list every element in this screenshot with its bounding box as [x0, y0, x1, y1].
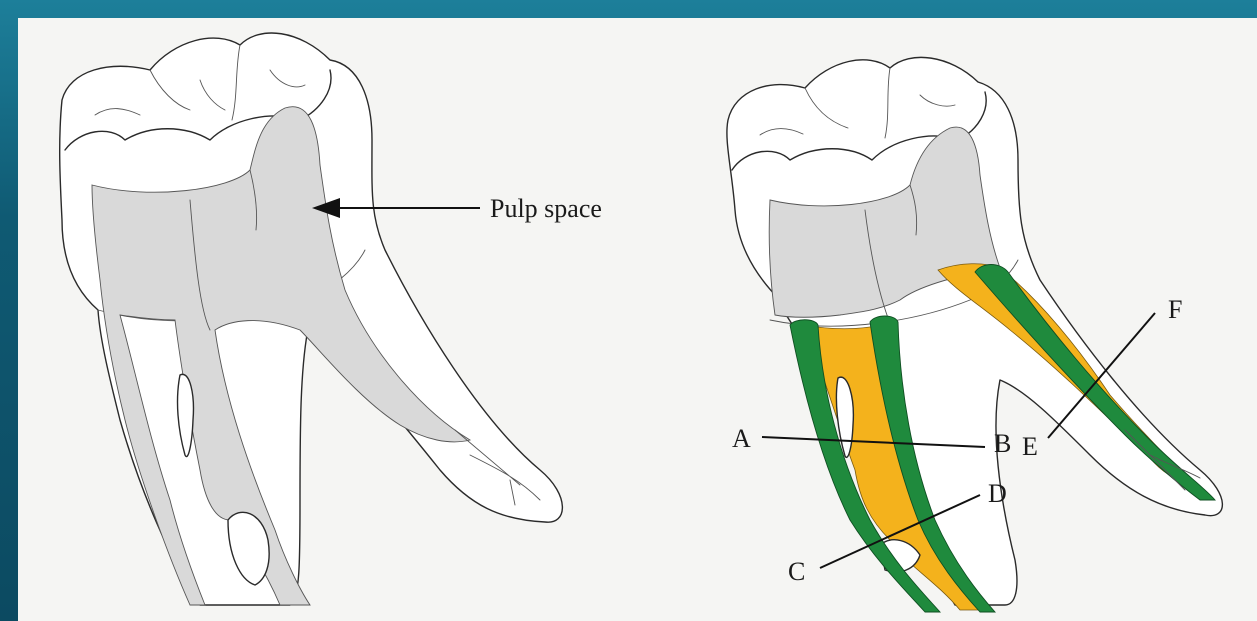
- label-D: D: [988, 479, 1007, 508]
- left-molar: [60, 33, 563, 605]
- pulp-space-label: Pulp space: [490, 194, 602, 223]
- pulp-space-pointer: [312, 198, 480, 218]
- label-C: C: [788, 557, 805, 586]
- molar-diagram: Pulp space A B C D E F: [18, 18, 1257, 621]
- right-molar: [727, 57, 1222, 612]
- label-F: F: [1168, 295, 1182, 324]
- label-E: E: [1022, 432, 1038, 461]
- diagram-panel: Pulp space A B C D E F: [18, 18, 1257, 621]
- label-A: A: [732, 424, 751, 453]
- label-B: B: [994, 429, 1011, 458]
